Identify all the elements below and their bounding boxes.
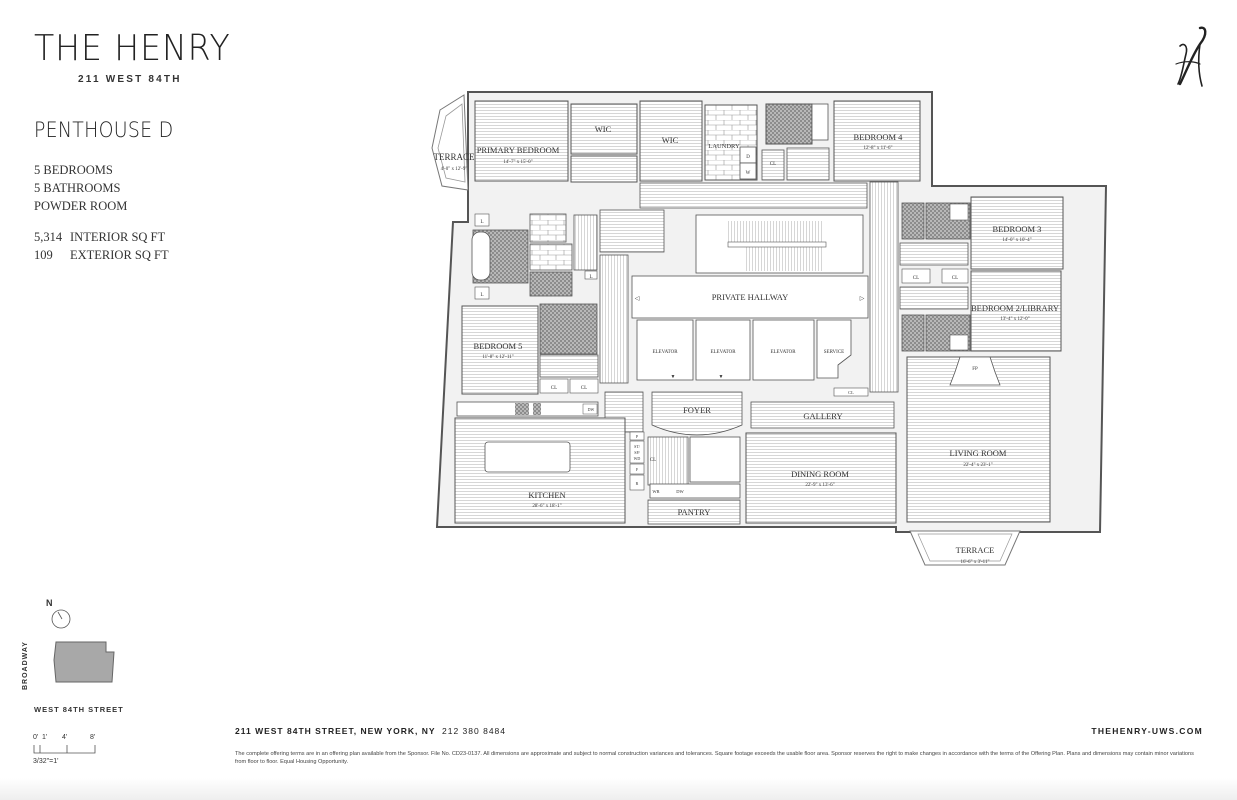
monogram-logo-icon [1175, 26, 1207, 87]
label-wic-2: WIC [662, 135, 679, 145]
label-dining-room: DINING ROOM [791, 469, 849, 479]
label-service: SERVICE [824, 350, 844, 355]
footer-phone[interactable]: 212 380 8484 [442, 726, 506, 736]
scale-bar-icon [33, 745, 96, 754]
svg-text:CL: CL [581, 386, 587, 391]
svg-text:SP/: SP/ [634, 450, 640, 455]
scale-ratio: 3/32"=1' [33, 758, 59, 765]
svg-text:TERRACE: TERRACE [956, 545, 995, 555]
svg-text:TERRACE: TERRACE [433, 152, 475, 162]
legal-disclaimer: The complete offering terms are in an of… [235, 751, 1194, 765]
svg-text:L: L [480, 293, 483, 298]
bedroom-count: 5 BEDROOMS [34, 163, 113, 177]
north-compass-icon [51, 609, 71, 629]
label-kitchen: KITCHEN [528, 490, 565, 500]
exterior-sqft-value: 109 [34, 248, 53, 262]
street-west-84th: WEST 84TH STREET [34, 705, 124, 714]
label-bedroom-5: BEDROOM 5 [474, 341, 523, 351]
svg-text:12'-8" x 11'-6": 12'-8" x 11'-6" [863, 146, 892, 151]
label-living-room: LIVING ROOM [950, 448, 1007, 458]
label-laundry: LAUNDRY [708, 143, 740, 150]
unit-area: 5,314 INTERIOR SQ FT 109 EXTERIOR SQ FT [34, 228, 169, 264]
svg-text:L: L [589, 275, 592, 280]
svg-text:WD: WD [634, 456, 641, 461]
terrace-se: TERRACE 16'-6" x 3'-11" [909, 530, 1021, 566]
floor-plan: TERRACE 4'-0" x 12'-9" PRIMARY BEDROOM 1… [431, 91, 1108, 566]
bathroom-count: 5 BATHROOMS [34, 181, 121, 195]
svg-text:R: R [636, 481, 639, 486]
svg-text:▼: ▼ [671, 375, 676, 380]
svg-text:D: D [746, 155, 750, 160]
svg-text:28'-6" x 18'-1": 28'-6" x 18'-1" [532, 504, 561, 509]
label-fireplace: FP [972, 367, 978, 372]
svg-text:CL: CL [913, 276, 919, 281]
svg-text:L: L [480, 220, 483, 225]
svg-text:▼: ▼ [719, 375, 724, 380]
svg-text:▷: ▷ [860, 296, 865, 302]
svg-text:22'-4" x 23'-1": 22'-4" x 23'-1" [963, 463, 992, 468]
label-elevator-2: ELEVATOR [710, 350, 736, 355]
stair [695, 214, 864, 274]
interior-sqft-value: 5,314 [34, 230, 63, 244]
building-keyplan-icon [53, 641, 115, 683]
label-wic-1: WIC [595, 124, 612, 134]
label-elevator-1: ELEVATOR [652, 350, 678, 355]
unit-specs: 5 BEDROOMS 5 BATHROOMS POWDER ROOM [34, 161, 127, 215]
footer-website-link[interactable]: THEHENRY-UWS.COM [1091, 726, 1203, 736]
svg-text:16'-6" x 3'-11": 16'-6" x 3'-11" [960, 560, 989, 565]
svg-text:14'-0" x 10'-4": 14'-0" x 10'-4" [1002, 238, 1031, 243]
unit-title: PENTHOUSE D [34, 118, 174, 142]
label-elevator-3: ELEVATOR [770, 350, 796, 355]
north-label: N [46, 598, 53, 608]
svg-text:WR: WR [652, 489, 659, 494]
svg-text:4'-0" x 12'-9": 4'-0" x 12'-9" [441, 167, 468, 172]
interior-sqft-label: INTERIOR SQ FT [70, 230, 166, 244]
svg-text:F: F [636, 467, 639, 472]
svg-text:DW: DW [676, 489, 684, 494]
label-primary-bedroom: PRIMARY BEDROOM [477, 145, 560, 155]
brand-address: 211 WEST 84TH [78, 74, 182, 85]
svg-text:22'-9" x 13'-6": 22'-9" x 13'-6" [805, 483, 834, 488]
terrace-nw: TERRACE 4'-0" x 12'-9" [431, 94, 475, 191]
svg-text:CL: CL [952, 276, 958, 281]
page-bottom-shadow [0, 778, 1237, 800]
label-gallery: GALLERY [803, 411, 842, 421]
label-foyer: FOYER [683, 405, 711, 415]
svg-text:◁: ◁ [635, 296, 640, 302]
label-bedroom-4: BEDROOM 4 [854, 132, 904, 142]
label-bedroom-3: BEDROOM 3 [993, 224, 1042, 234]
label-bedroom-2: BEDROOM 2/LIBRARY [971, 303, 1059, 313]
svg-text:11'-8" x 12'-11": 11'-8" x 12'-11" [482, 355, 513, 360]
svg-text:ST/: ST/ [634, 444, 641, 449]
exterior-sqft-label: EXTERIOR SQ FT [70, 248, 169, 262]
svg-text:W: W [746, 171, 751, 176]
brand-wordmark: THE HENRY [34, 28, 231, 69]
powder-room: POWDER ROOM [34, 199, 128, 213]
svg-text:CL: CL [848, 390, 854, 395]
svg-text:DW: DW [588, 407, 595, 412]
footer-address: 211 WEST 84TH STREET, NEW YORK, NY [235, 726, 436, 736]
svg-text:CL: CL [770, 162, 776, 167]
street-broadway: BROADWAY [22, 641, 29, 690]
label-pantry: PANTRY [678, 507, 711, 517]
svg-text:CL: CL [650, 458, 656, 463]
svg-text:14'-7" x 15'-0": 14'-7" x 15'-0" [503, 160, 532, 165]
svg-text:CL: CL [551, 386, 557, 391]
svg-text:P: P [636, 434, 639, 439]
label-private-hallway: PRIVATE HALLWAY [712, 292, 789, 302]
svg-text:13'-4" x 12'-0": 13'-4" x 12'-0" [1000, 317, 1029, 322]
